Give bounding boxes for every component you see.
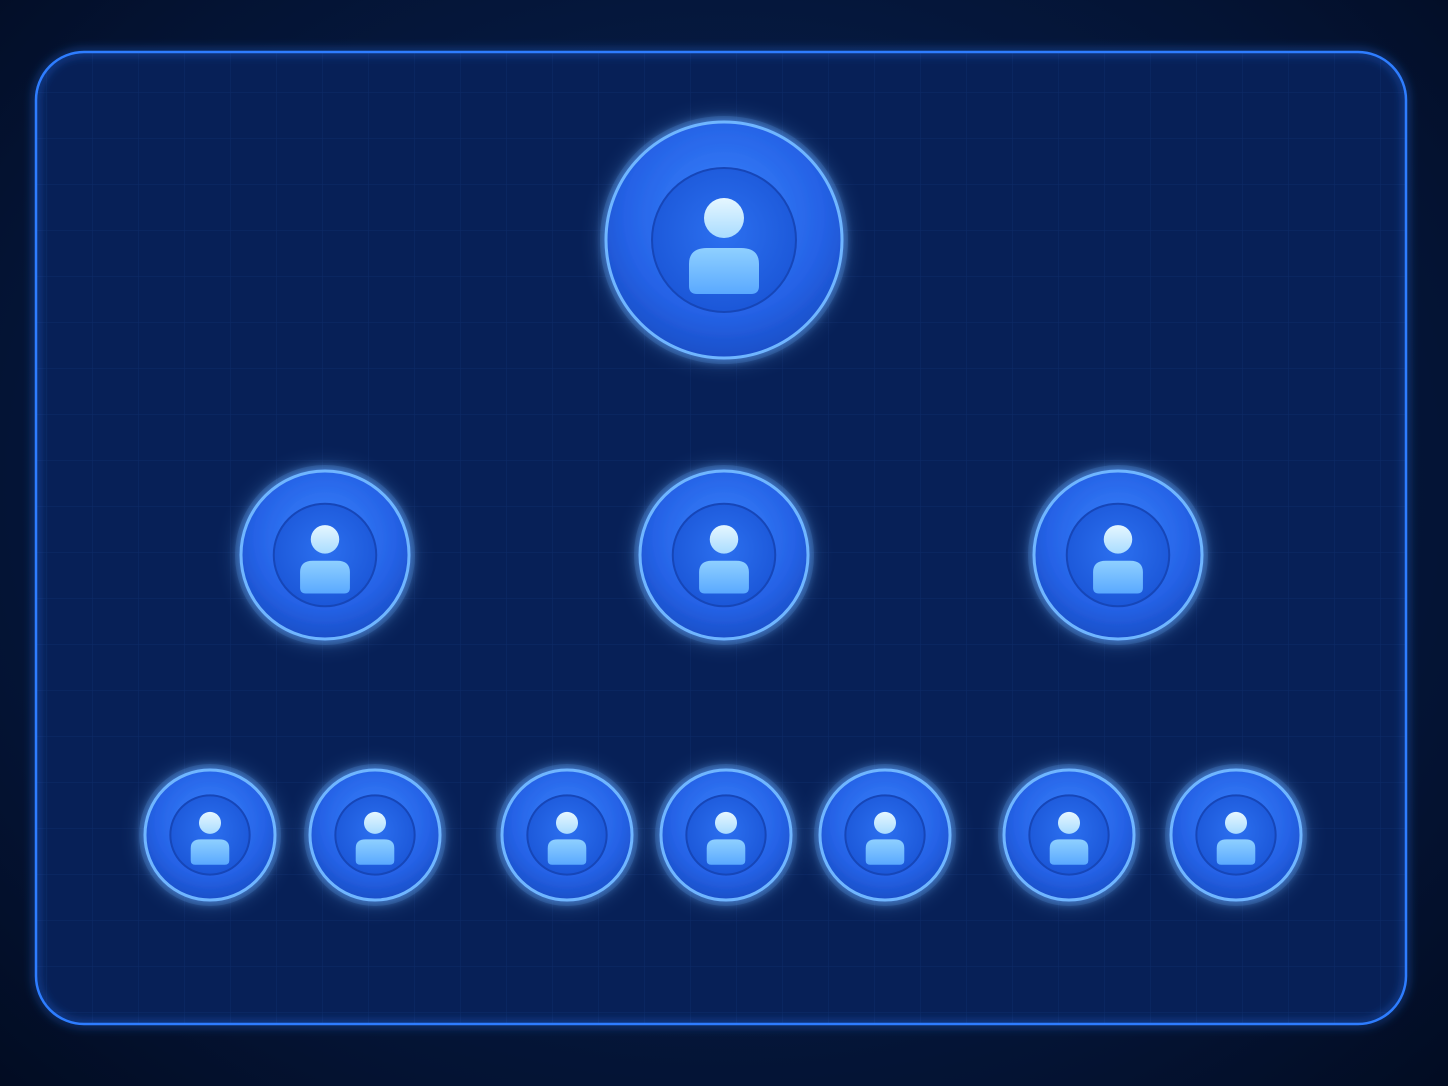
org-node-member-2-3[interactable] (814, 764, 956, 906)
org-nodes (139, 116, 1307, 906)
node-inner-ring (334, 794, 416, 876)
node-inner-ring (169, 794, 251, 876)
person-body (699, 560, 749, 594)
org-node-member-1-1[interactable] (139, 764, 281, 906)
person-icon (865, 811, 905, 865)
org-node-member-1-2[interactable] (304, 764, 446, 906)
person-body (1049, 839, 1089, 865)
person-head (363, 811, 387, 834)
person-head (714, 811, 738, 834)
person-head (704, 198, 744, 238)
person-head (1057, 811, 1081, 834)
node-inner-ring (272, 502, 378, 608)
person-head (198, 811, 222, 834)
person-icon (706, 811, 746, 865)
person-icon (1093, 525, 1143, 594)
person-head (310, 525, 340, 554)
person-body (865, 839, 905, 865)
person-head (555, 811, 579, 834)
person-body (1216, 839, 1256, 865)
node-inner-ring (685, 794, 767, 876)
person-icon (1049, 811, 1089, 865)
org-node-member-2-1[interactable] (496, 764, 638, 906)
person-body (190, 839, 230, 865)
node-inner-ring (844, 794, 926, 876)
org-node-member-2-2[interactable] (655, 764, 797, 906)
person-head (1224, 811, 1248, 834)
person-icon (547, 811, 587, 865)
org-node-manager-2[interactable] (634, 465, 814, 645)
org-node-member-3-1[interactable] (998, 764, 1140, 906)
node-inner-ring (1065, 502, 1171, 608)
person-head (873, 811, 897, 834)
node-inner-ring (651, 167, 797, 313)
person-body (689, 248, 759, 294)
person-body (706, 839, 746, 865)
node-inner-ring (1195, 794, 1277, 876)
person-body (547, 839, 587, 865)
person-icon (1216, 811, 1256, 865)
person-icon (699, 525, 749, 594)
person-head (1103, 525, 1133, 554)
org-node-member-3-2[interactable] (1165, 764, 1307, 906)
org-node-manager-1[interactable] (235, 465, 415, 645)
person-icon (689, 198, 759, 294)
person-body (300, 560, 350, 594)
org-node-root[interactable] (600, 116, 848, 364)
panel-border (34, 50, 1408, 1026)
person-icon (190, 811, 230, 865)
person-body (355, 839, 395, 865)
node-inner-ring (1028, 794, 1110, 876)
node-inner-ring (671, 502, 777, 608)
person-icon (355, 811, 395, 865)
person-icon (300, 525, 350, 594)
connector-lines (208, 356, 1238, 772)
org-node-manager-3[interactable] (1028, 465, 1208, 645)
person-body (1093, 560, 1143, 594)
node-inner-ring (526, 794, 608, 876)
person-head (709, 525, 739, 554)
